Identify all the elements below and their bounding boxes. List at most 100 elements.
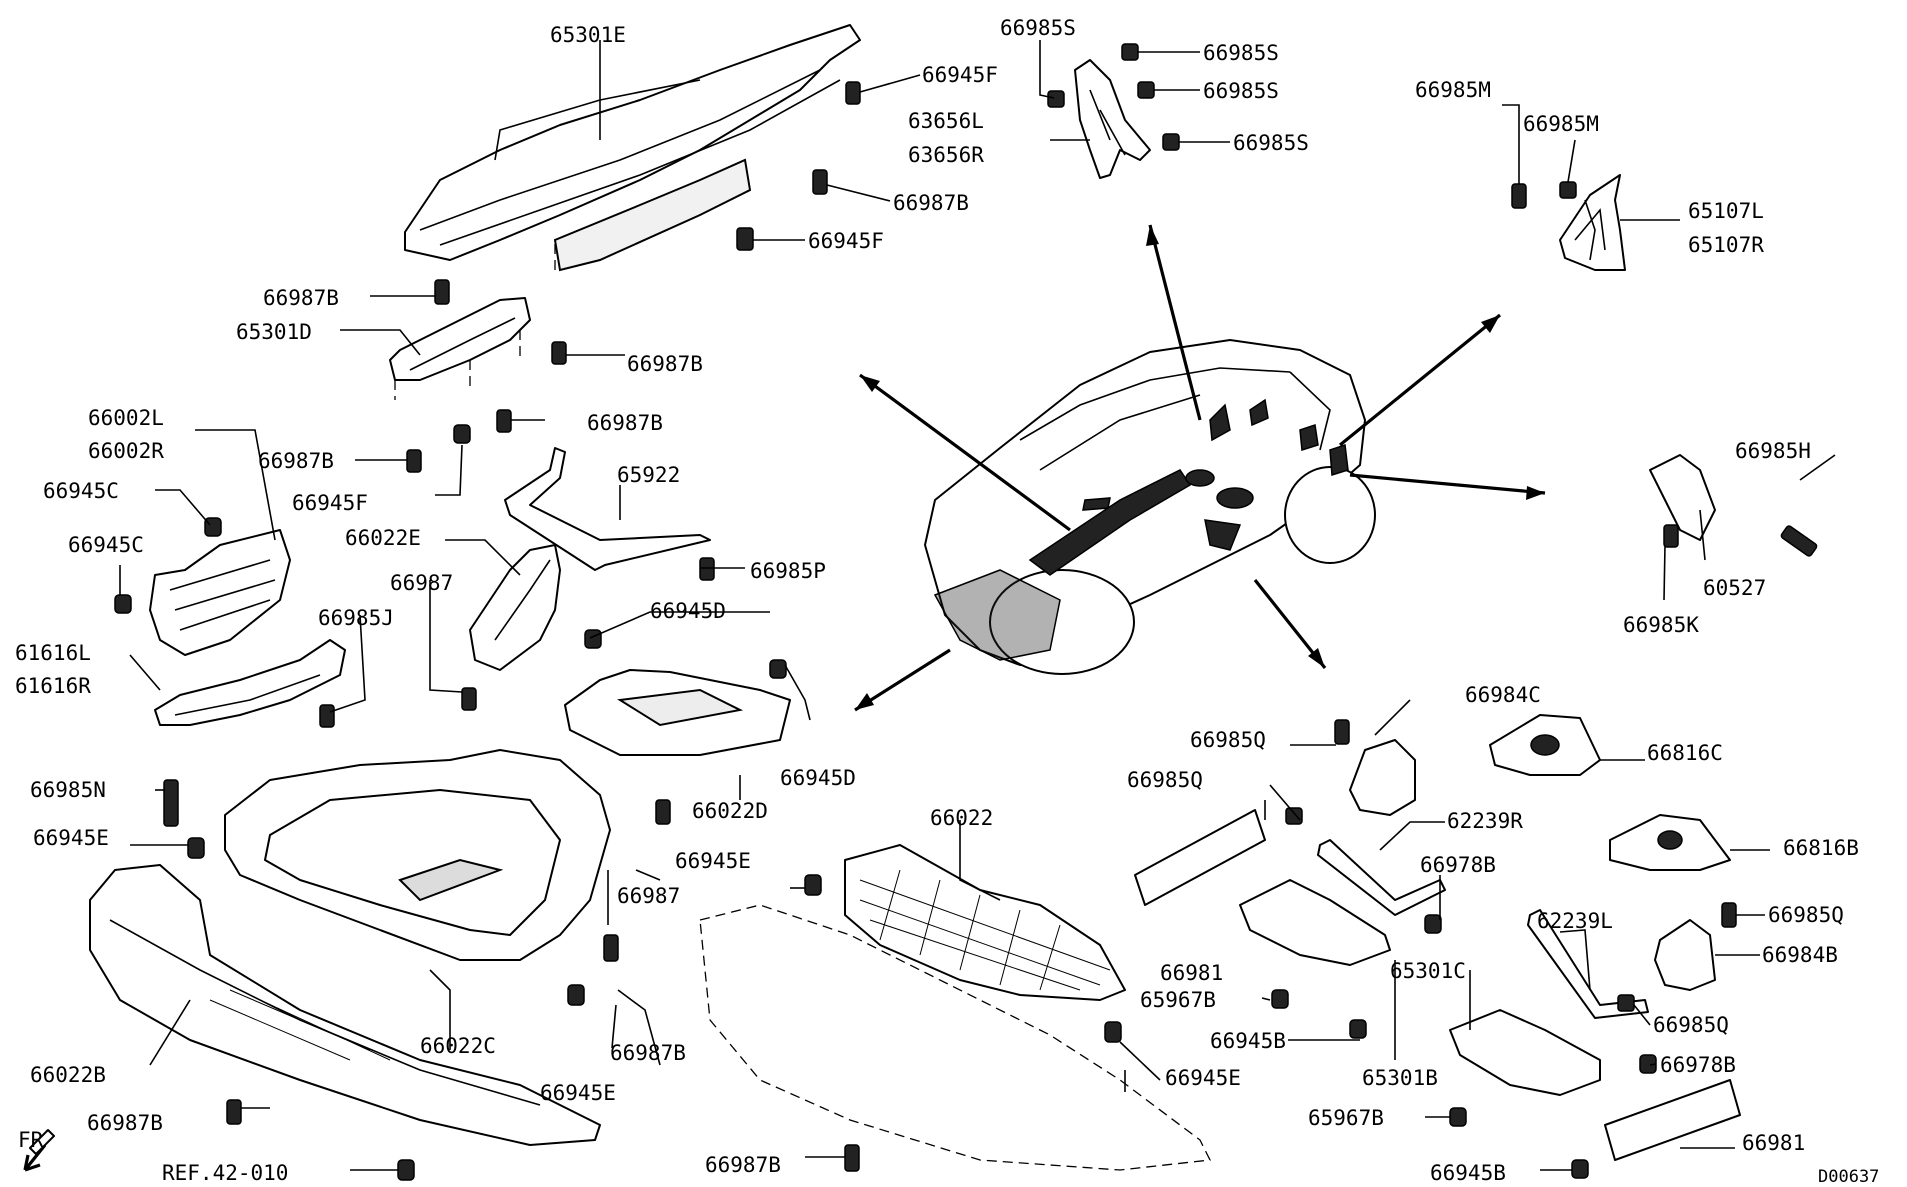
- label-66985Q-c: 66985Q: [1768, 903, 1844, 927]
- label-66945C-b: 66945C: [68, 533, 144, 557]
- label-65967B-b: 65967B: [1308, 1106, 1384, 1130]
- part-65922-shape: [504, 447, 711, 571]
- label-61616R: 61616R: [15, 674, 91, 698]
- label-66985Q-a: 66985Q: [1190, 728, 1266, 752]
- label-66945C-a: 66945C: [43, 479, 119, 503]
- label-66987-a: 66987: [390, 571, 453, 595]
- label-65107L: 65107L: [1688, 199, 1764, 223]
- label-66981-b: 66981: [1742, 1131, 1805, 1155]
- part-labels: 65301E 66945F 66987B 66945F 66985S 66985…: [15, 16, 1879, 1187]
- label-66945E-c: 66945E: [540, 1081, 616, 1105]
- label-62239L: 62239L: [1537, 909, 1613, 933]
- part-65301E-shape: [404, 24, 861, 272]
- label-66987-b: 66987: [617, 884, 680, 908]
- label-65301E: 65301E: [550, 23, 626, 47]
- label-66022E: 66022E: [345, 526, 421, 550]
- label-63656R: 63656R: [908, 143, 984, 167]
- fasteners: [114, 43, 1818, 1181]
- label-66985S-b: 66985S: [1203, 41, 1279, 65]
- label-65922: 65922: [617, 463, 680, 487]
- part-61616-shape: [154, 639, 346, 726]
- pointer-arrows: [854, 224, 1546, 712]
- label-66945E-b: 66945E: [675, 849, 751, 873]
- label-66984C: 66984C: [1465, 683, 1541, 707]
- vehicle-outline: [924, 339, 1376, 675]
- label-66945E-d: 66945E: [1165, 1066, 1241, 1090]
- label-66985S-c: 66985S: [1203, 79, 1279, 103]
- label-66985K: 66985K: [1623, 613, 1699, 637]
- label-66985M-a: 66985M: [1415, 78, 1491, 102]
- label-66987B-d: 66987B: [587, 411, 663, 435]
- part-65301C-shape: [1449, 1009, 1601, 1096]
- label-66945D-b: 66945D: [780, 766, 856, 790]
- part-62239R-shape: [1317, 839, 1446, 916]
- label-63656L: 63656L: [908, 109, 984, 133]
- label-66987B-e: 66987B: [258, 449, 334, 473]
- label-66985Q-b: 66985Q: [1127, 768, 1203, 792]
- label-66987B-b: 66987B: [263, 286, 339, 310]
- label-66985S-a: 66985S: [1000, 16, 1076, 40]
- part-66816B-shape: [1609, 814, 1731, 871]
- leader-lines: [119, 40, 1836, 1171]
- label-66945E-a: 66945E: [33, 826, 109, 850]
- label-65301D: 65301D: [236, 320, 312, 344]
- label-66987B-c: 66987B: [627, 352, 703, 376]
- label-66022B: 66022B: [30, 1063, 106, 1087]
- label-65967B-a: 65967B: [1140, 988, 1216, 1012]
- part-66816C-shape: [1489, 714, 1601, 776]
- part-66984C-shape: [1349, 739, 1416, 816]
- label-66945B-a: 66945B: [1210, 1029, 1286, 1053]
- part-66022-shape: [844, 844, 1126, 1001]
- label-66022C: 66022C: [420, 1034, 496, 1058]
- part-66022D-shape: [564, 669, 791, 756]
- label-66002L: 66002L: [88, 406, 164, 430]
- label-66978B-a: 66978B: [1420, 853, 1496, 877]
- part-66022B-shape: [89, 864, 601, 1146]
- part-66981-b-shape: [1604, 1079, 1741, 1161]
- label-66978B-b: 66978B: [1660, 1053, 1736, 1077]
- part-65301B-shape: [1239, 879, 1391, 966]
- label-65301C: 65301C: [1390, 959, 1466, 983]
- label-66022D: 66022D: [692, 799, 768, 823]
- label-66987B-h: 66987B: [705, 1153, 781, 1177]
- label-66945D-a: 66945D: [650, 599, 726, 623]
- label-66945B-b: 66945B: [1430, 1161, 1506, 1185]
- label-66987B-f: 66987B: [610, 1041, 686, 1065]
- label-66985H: 66985H: [1735, 439, 1811, 463]
- label-66816B: 66816B: [1783, 836, 1859, 860]
- label-66002R: 66002R: [88, 439, 164, 463]
- label-66945F-a: 66945F: [922, 63, 998, 87]
- label-66987B-g: 66987B: [87, 1111, 163, 1135]
- front-label: FR: [18, 1128, 44, 1152]
- label-65301B: 65301B: [1362, 1066, 1438, 1090]
- label-66985S-d: 66985S: [1233, 131, 1309, 155]
- part-66984B-shape: [1654, 919, 1716, 991]
- diagram-code: D00637: [1818, 1167, 1879, 1187]
- label-61616L: 61616L: [15, 641, 91, 665]
- part-66022E-shape: [469, 544, 561, 671]
- label-66945F-b: 66945F: [808, 229, 884, 253]
- label-66985Q-d: 66985Q: [1653, 1013, 1729, 1037]
- part-65107-shape: [1559, 174, 1626, 271]
- label-66985N: 66985N: [30, 778, 106, 802]
- label-66987B-a: 66987B: [893, 191, 969, 215]
- reference-label: REF.42-010: [162, 1161, 288, 1185]
- label-65107R: 65107R: [1688, 233, 1764, 257]
- label-62239R: 62239R: [1447, 809, 1523, 833]
- label-66022: 66022: [930, 806, 993, 830]
- part-66002-shape: [149, 529, 291, 656]
- part-63656-shape: [1074, 59, 1151, 179]
- label-66985M-b: 66985M: [1523, 112, 1599, 136]
- label-66985P: 66985P: [750, 559, 826, 583]
- part-66022C-shape: [224, 749, 611, 961]
- label-66985J: 66985J: [318, 606, 394, 630]
- label-66981-a: 66981: [1160, 961, 1223, 985]
- part-60527-shape: [1649, 454, 1716, 541]
- label-66816C: 66816C: [1647, 741, 1723, 765]
- label-60527: 60527: [1703, 576, 1766, 600]
- part-65301D-shape: [389, 297, 531, 400]
- label-66945F-c: 66945F: [292, 491, 368, 515]
- label-66984B: 66984B: [1762, 943, 1838, 967]
- part-66981-a-shape: [1134, 809, 1266, 906]
